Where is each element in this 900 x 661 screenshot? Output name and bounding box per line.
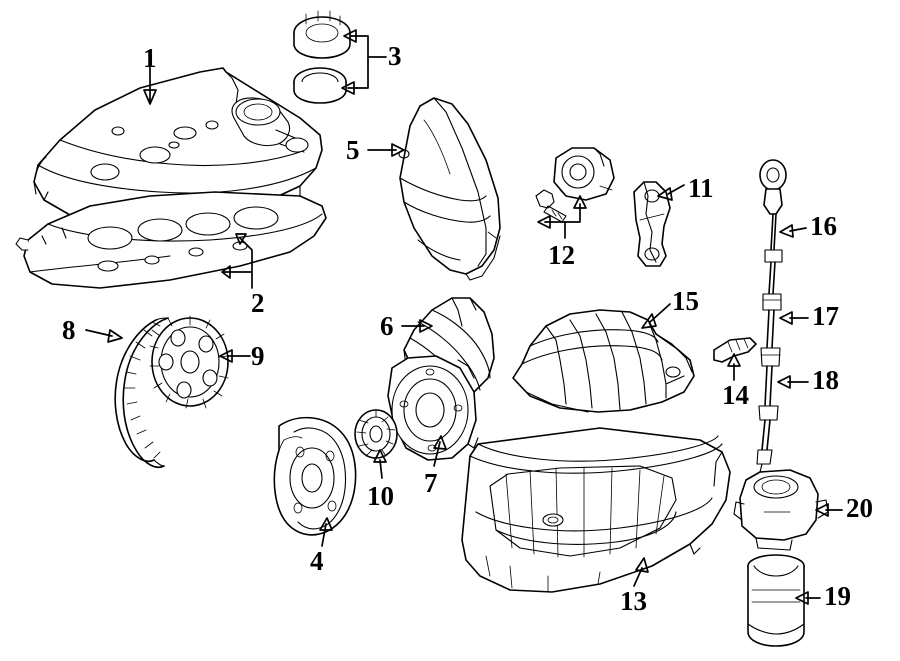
part-oil-pan (461, 427, 731, 593)
part-timing-belt (114, 317, 169, 468)
callout-2: 2 (251, 288, 265, 318)
callout-3: 3 (388, 41, 402, 71)
part-oil-filter-housing (733, 469, 829, 551)
part-dipstick-clip (713, 337, 757, 363)
part-crankshaft-pulley (273, 416, 357, 536)
part-crankshaft-sprocket (354, 409, 398, 459)
callout-15: 15 (672, 286, 699, 316)
callout-16: 16 (810, 211, 837, 241)
part-camshaft-sprocket (149, 315, 229, 409)
part-oil-filler-cap (293, 10, 351, 104)
callout-20: 20 (846, 493, 873, 523)
callout-1: 1 (143, 43, 157, 73)
callout-14: 14 (722, 380, 749, 410)
callout-19: 19 (824, 581, 851, 611)
callout-11: 11 (688, 173, 714, 203)
callout-5: 5 (346, 135, 360, 165)
part-front-seal-housing (387, 355, 479, 461)
callout-7: 7 (424, 468, 438, 498)
callout-9: 9 (251, 341, 265, 371)
callout-17: 17 (812, 301, 839, 331)
callout-8: 8 (62, 315, 76, 345)
callout-13: 13 (620, 586, 647, 616)
part-valve-cover-gasket (15, 191, 327, 289)
part-tensioner-bracket (633, 181, 671, 267)
callout-12: 12 (548, 240, 575, 270)
part-upper-timing-cover (398, 97, 501, 281)
part-tensioner-roller (535, 147, 615, 223)
callout-6: 6 (380, 311, 394, 341)
part-oil-filter (747, 554, 805, 647)
callout-10: 10 (367, 481, 394, 511)
leader-lines (85, 29, 843, 605)
callout-18: 18 (812, 365, 839, 395)
callout-4: 4 (310, 546, 324, 576)
part-dipstick-assembly (756, 159, 787, 473)
part-oil-baffle (512, 309, 695, 413)
